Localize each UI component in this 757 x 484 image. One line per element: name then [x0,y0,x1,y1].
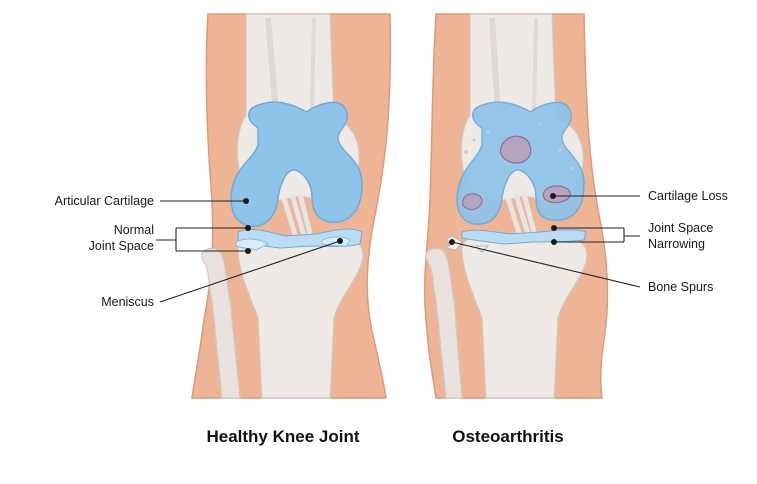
label-joint-space-oa: Joint Space [648,221,713,235]
label-bone-spurs: Bone Spurs [648,280,713,294]
oa-bone-speckles [464,122,574,170]
healthy-leader-lines [156,198,343,303]
oa-fibula [425,247,463,399]
label-joint-space: Joint Space [89,239,154,253]
caption-healthy: Healthy Knee Joint [206,427,359,446]
oa-cartilage-loss-patch [500,135,532,164]
healthy-knee-illustration [191,13,392,399]
osteoarthritis-knee-illustration [423,13,609,399]
label-narrowing: Narrowing [648,237,705,251]
oa-leader-lines [449,193,641,288]
label-meniscus: Meniscus [101,295,154,309]
caption-osteoarthritis: Osteoarthritis [452,427,563,446]
healthy-fibula [201,247,241,399]
label-normal: Normal [114,223,154,237]
label-cartilage-loss: Cartilage Loss [648,189,728,203]
oa-cartilage-loss-patch-3 [462,193,483,211]
oa-cartilage-loss-patch-2 [542,185,571,204]
label-articular-cartilage: Articular Cartilage [55,194,154,208]
